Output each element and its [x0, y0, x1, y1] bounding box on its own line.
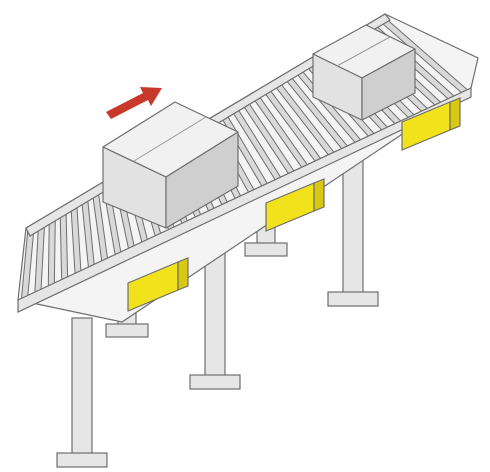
- roller-surface: [261, 83, 321, 163]
- roller-surface: [35, 216, 45, 294]
- roller-surface: [282, 71, 347, 150]
- roller-surface: [92, 184, 108, 262]
- roller-surface: [377, 14, 467, 94]
- direction-arrow-icon: [106, 87, 162, 119]
- leg-front-middle: [189, 239, 241, 390]
- roller-surface: [292, 65, 361, 144]
- box-large: [102, 101, 239, 229]
- front-rail: [17, 87, 472, 313]
- drive-motors: [127, 97, 461, 312]
- roller-surface: [48, 209, 55, 287]
- roller-surface: [271, 77, 334, 156]
- roller-surface: [22, 222, 34, 300]
- roller-surface: [71, 197, 81, 275]
- leg-front-right: [327, 157, 379, 307]
- box-small: [312, 24, 416, 121]
- roller-surface: [239, 96, 294, 175]
- motor-right: [401, 97, 461, 151]
- motor-left: [127, 257, 189, 312]
- roller-surface: [60, 203, 68, 281]
- roller-surface: [81, 190, 94, 269]
- motor-middle: [265, 178, 325, 232]
- roller-surface: [250, 90, 307, 169]
- roller-surface: [229, 102, 281, 181]
- leg-front-left: [56, 317, 108, 468]
- roller-surface: [218, 109, 267, 188]
